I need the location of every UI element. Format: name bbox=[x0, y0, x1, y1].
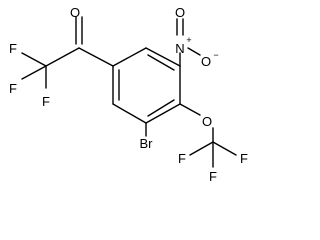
structure-diagram: O F F F O N + O − Br O F F F bbox=[9, 5, 248, 184]
fluorine-label: F bbox=[9, 41, 17, 56]
cf-bond bbox=[21, 65, 47, 80]
nitro-nitrogen-label: N bbox=[175, 41, 184, 56]
ring-bond bbox=[145, 47, 181, 67]
bromine-label: Br bbox=[140, 136, 154, 151]
nitro-oxygen-label: O bbox=[175, 5, 185, 20]
benzene-ring bbox=[112, 47, 181, 124]
ketone-oxygen-label: O bbox=[70, 5, 80, 20]
fluorine-label: F bbox=[9, 81, 17, 96]
trifluoromethoxy-group bbox=[179, 103, 237, 168]
carbonyl-to-cf3-bond bbox=[45, 47, 80, 67]
trifluoroacetyl-group bbox=[21, 16, 114, 89]
fluorine-label: F bbox=[42, 94, 50, 109]
ring-double-bond bbox=[147, 54, 175, 71]
cf-bond bbox=[21, 52, 47, 67]
ring-bond bbox=[145, 103, 181, 124]
fluorine-label: F bbox=[209, 169, 217, 184]
nitrogen-positive-charge: + bbox=[186, 35, 191, 45]
structure-canvas: O F F F O N + O − Br O F F F bbox=[9, 5, 248, 184]
ring-to-o-bond bbox=[179, 103, 201, 116]
nitro-oxygen-label: O bbox=[201, 54, 211, 69]
carbonyl-to-ring-bond bbox=[78, 47, 114, 67]
fluorine-label: F bbox=[178, 151, 186, 166]
cf-bond bbox=[189, 141, 214, 156]
ether-oxygen-label: O bbox=[202, 114, 212, 129]
no-single-bond bbox=[187, 47, 201, 56]
nitro-group bbox=[176, 18, 201, 67]
ring-double-bond bbox=[147, 99, 175, 117]
cf-bond bbox=[212, 141, 237, 156]
fluorine-label: F bbox=[240, 151, 248, 166]
ring-bond bbox=[112, 103, 147, 124]
oxygen-negative-charge: − bbox=[213, 50, 218, 60]
ring-bond bbox=[112, 47, 147, 67]
